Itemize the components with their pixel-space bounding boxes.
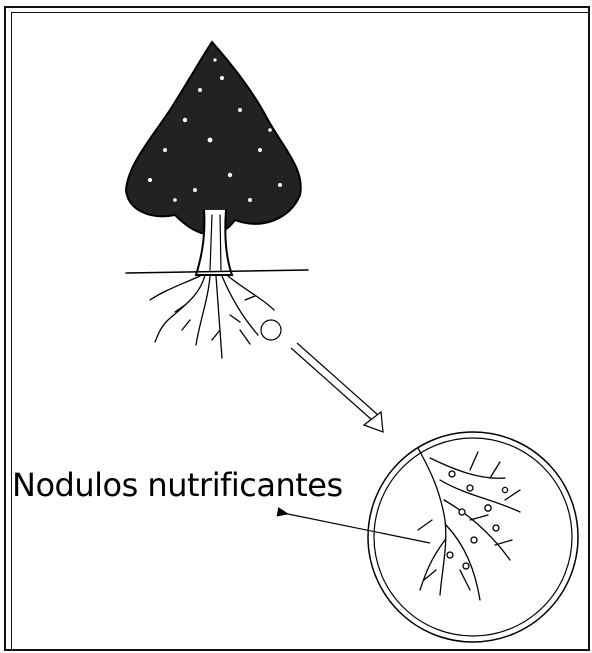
- zoom-arrow: [291, 343, 383, 432]
- zoom-source-circle: [261, 320, 281, 340]
- nodule-label: Nodulos nutrificantes: [12, 466, 343, 504]
- tree-canopy: [126, 42, 301, 234]
- tree-illustration: [126, 42, 308, 358]
- tree-roots: [150, 275, 274, 358]
